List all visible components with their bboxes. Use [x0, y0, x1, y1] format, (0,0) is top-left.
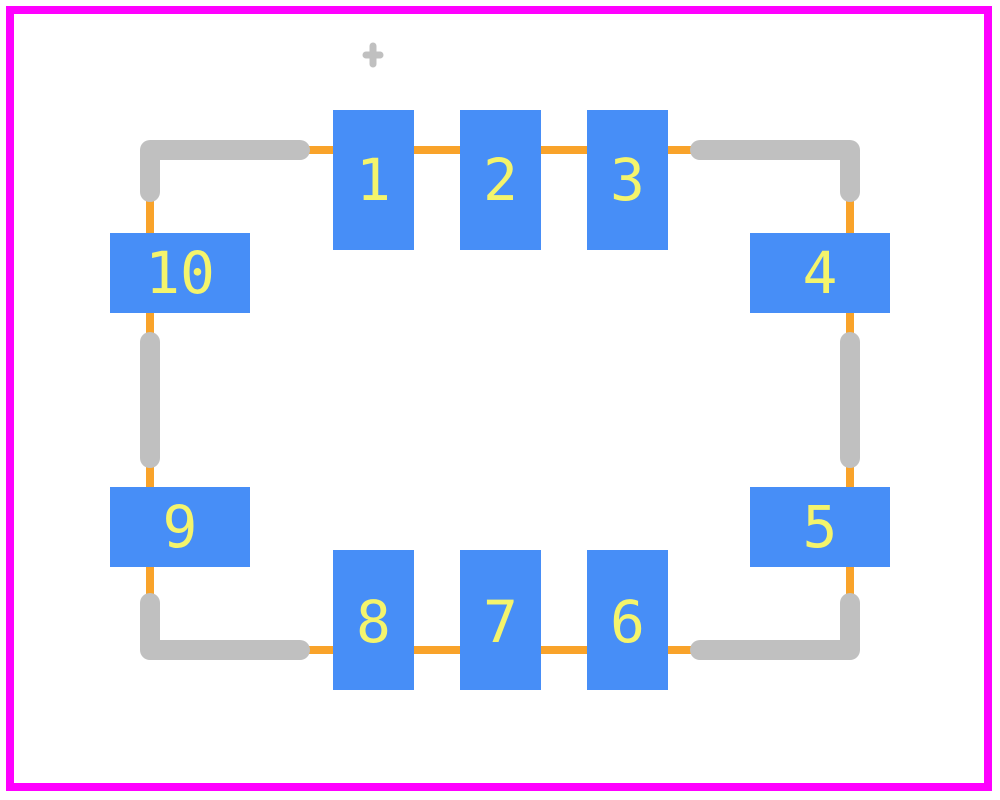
- pad-6-label: 6: [610, 588, 645, 656]
- pad-1[interactable]: 1: [333, 110, 414, 250]
- pad-7[interactable]: 7: [460, 550, 541, 690]
- silkscreen-bottom-right: [690, 593, 860, 660]
- crosshair-origin-icon: [362, 42, 384, 68]
- pad-1-label: 1: [356, 146, 391, 214]
- pad-6-copper[interactable]: [587, 550, 668, 690]
- pad-3[interactable]: 3: [587, 110, 668, 250]
- pad-2[interactable]: 2: [460, 110, 541, 250]
- pad-4[interactable]: 4: [750, 233, 890, 313]
- pad-9-label: 9: [163, 493, 198, 561]
- pad-9-copper[interactable]: [110, 487, 250, 567]
- pad-4-label: 4: [803, 239, 838, 307]
- pad-1-copper[interactable]: [333, 110, 414, 250]
- pad-10-copper[interactable]: [110, 233, 250, 313]
- silkscreen-bottom-left: [140, 593, 310, 660]
- pad-5-copper[interactable]: [750, 487, 890, 567]
- pad-10[interactable]: 10: [110, 233, 250, 313]
- pad-9[interactable]: 9: [110, 487, 250, 567]
- pad-4-copper[interactable]: [750, 233, 890, 313]
- pad-7-copper[interactable]: [460, 550, 541, 690]
- pad-3-copper[interactable]: [587, 110, 668, 250]
- pad-2-label: 2: [483, 146, 518, 214]
- pad-3-label: 3: [610, 146, 645, 214]
- silkscreen-top-right: [690, 140, 860, 202]
- pad-8-label: 8: [356, 588, 391, 656]
- pad-6[interactable]: 6: [587, 550, 668, 690]
- pad-8-copper[interactable]: [333, 550, 414, 690]
- pad-5-label: 5: [803, 493, 838, 561]
- board-outline: [6, 6, 992, 791]
- silkscreen-top-left: [140, 140, 310, 202]
- silkscreen-lines: [140, 140, 860, 660]
- pads-group: 1 2 3 4 5 6 7: [110, 110, 890, 690]
- pad-5[interactable]: 5: [750, 487, 890, 567]
- pad-10-label: 10: [145, 239, 215, 307]
- pad-7-label: 7: [483, 588, 518, 656]
- pad-8[interactable]: 8: [333, 550, 414, 690]
- pad-2-copper[interactable]: [460, 110, 541, 250]
